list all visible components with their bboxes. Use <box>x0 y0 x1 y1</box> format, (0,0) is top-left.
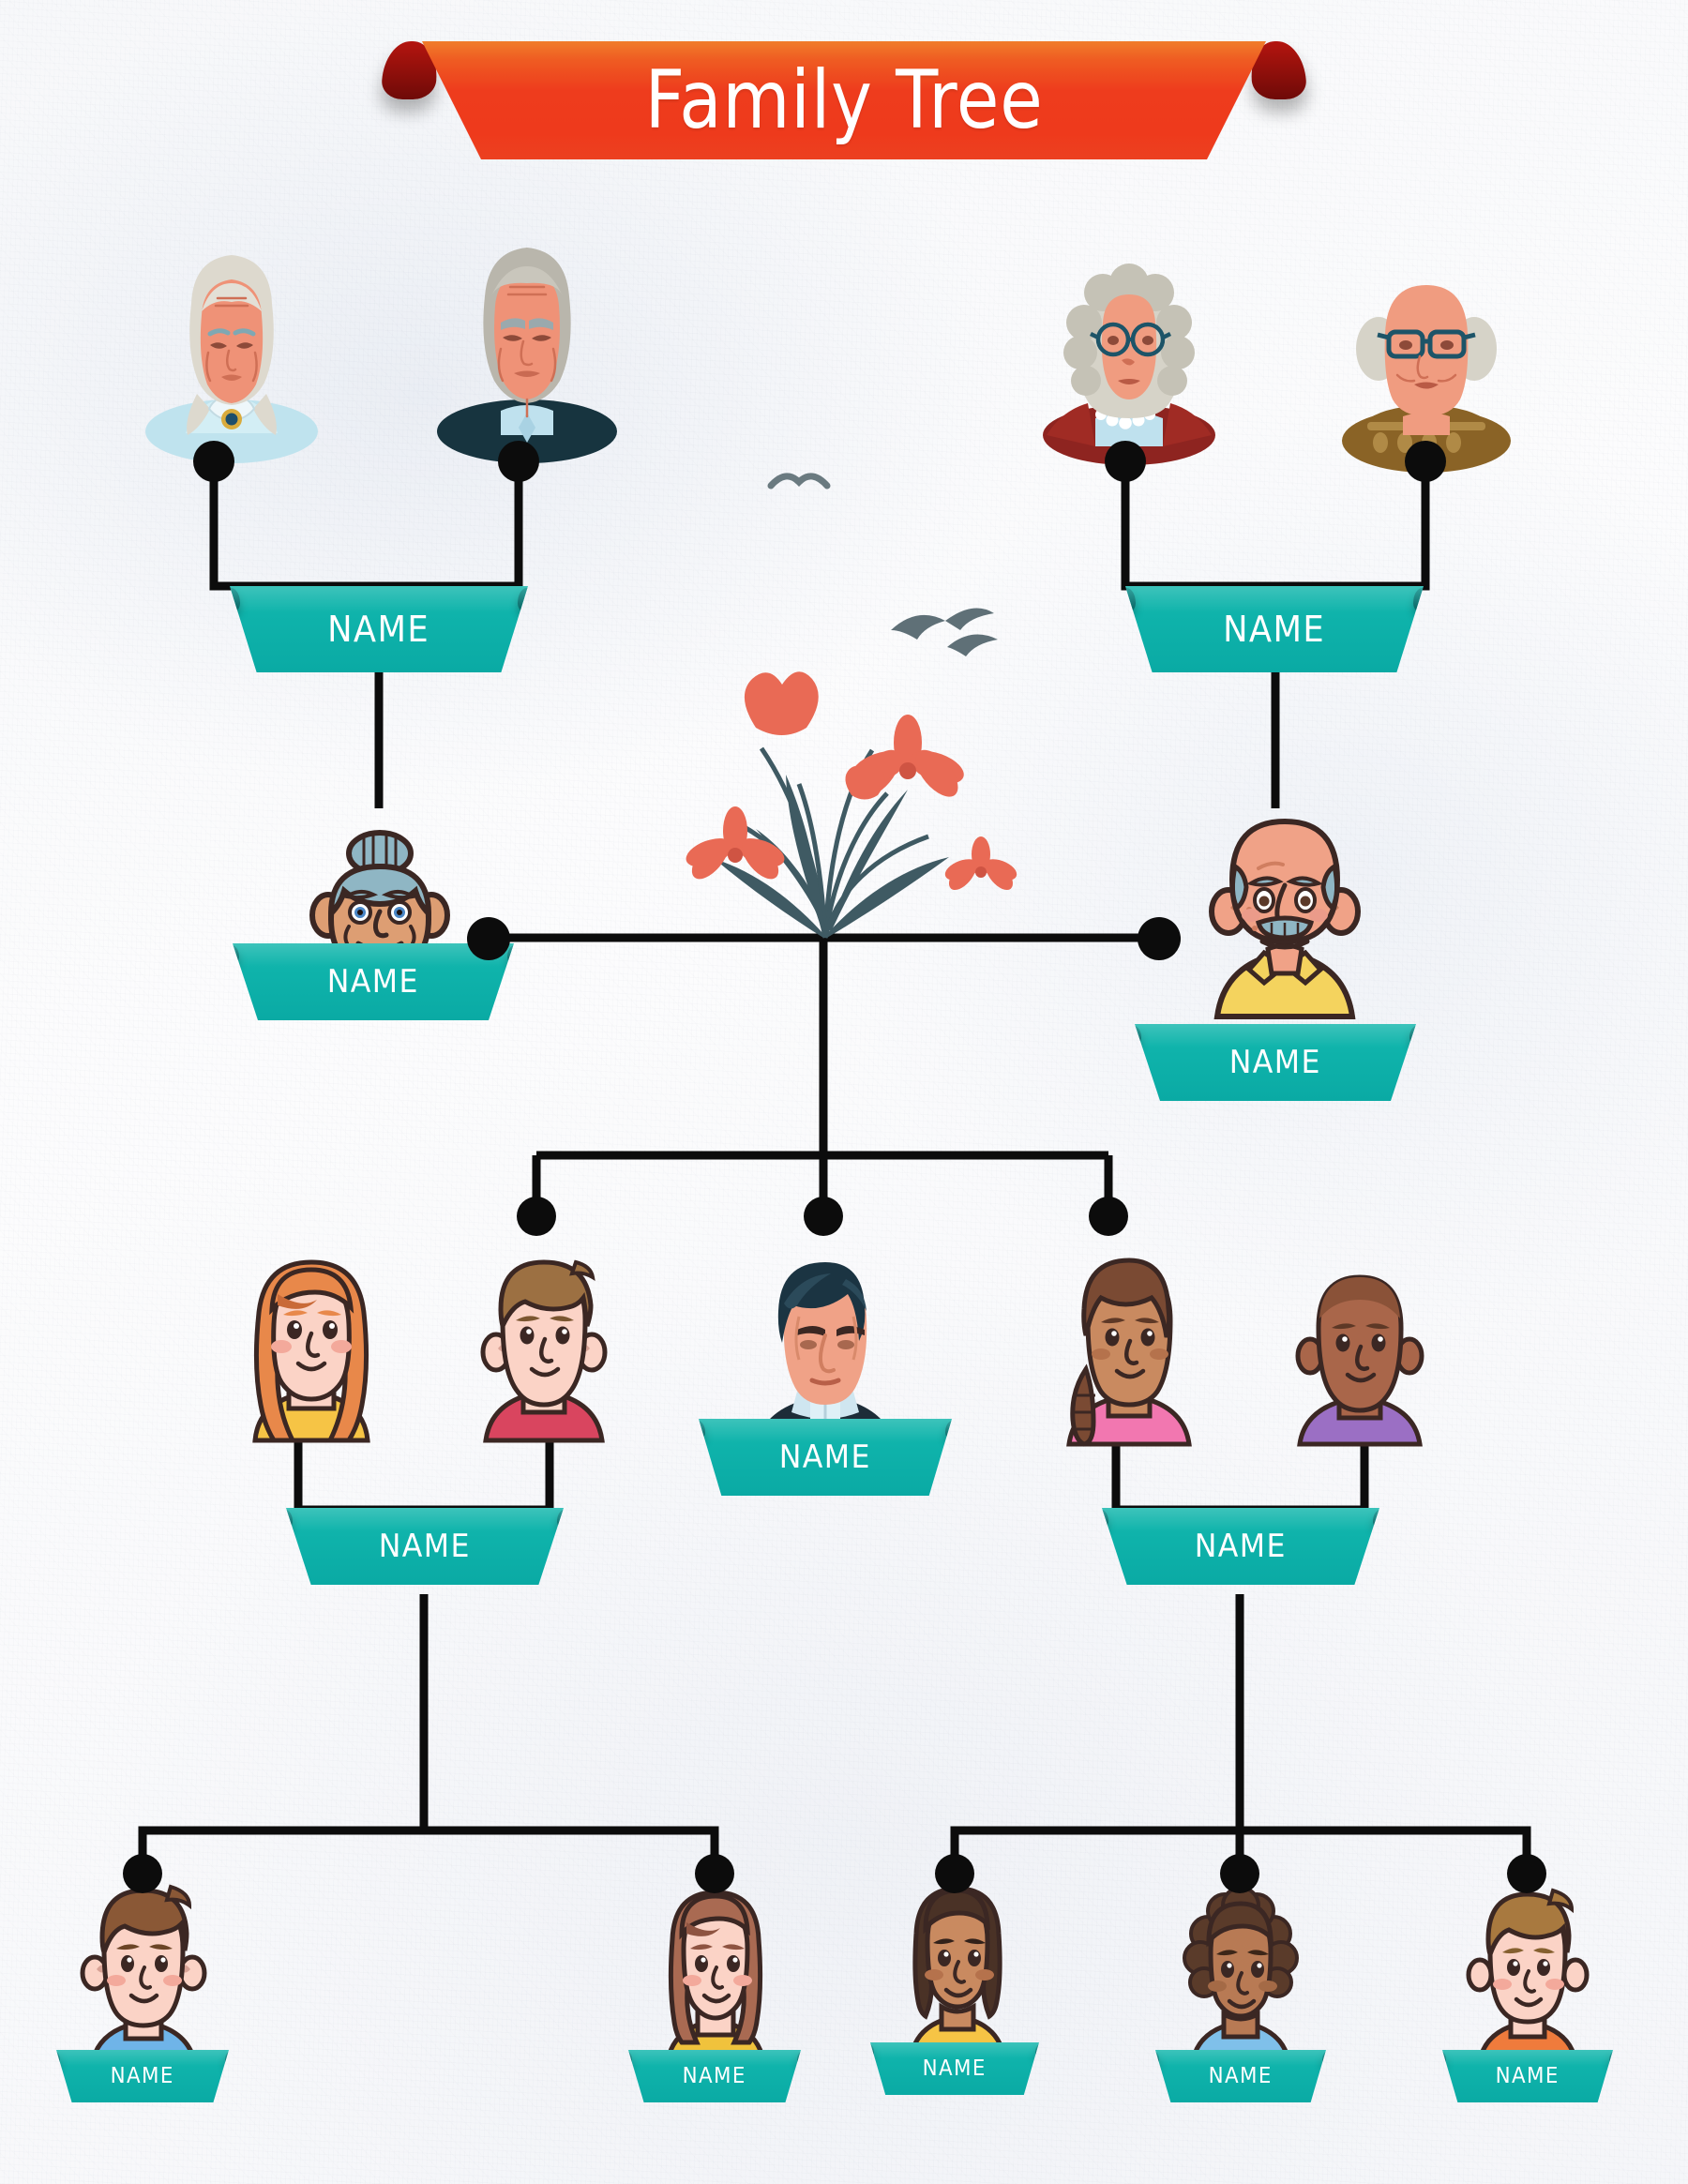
nameplate-gen3-left-couple[interactable]: NAME <box>286 1508 564 1585</box>
avatar-great-grandmother-left[interactable] <box>143 234 321 463</box>
bird-2-icon <box>891 608 994 640</box>
dot-child-5 <box>1507 1854 1546 1893</box>
dot-child-3 <box>935 1854 974 1893</box>
plate-curl-left <box>230 588 240 612</box>
plate-curl-left <box>1102 1510 1108 1529</box>
nameplate-label: NAME <box>110 2064 175 2088</box>
nameplate-child-4[interactable]: NAME <box>1155 2050 1326 2102</box>
dot-gen3-left <box>517 1197 556 1236</box>
plate-curl-right <box>225 2051 229 2066</box>
plate-curl-left <box>1125 588 1136 612</box>
nameplate-label: NAME <box>1223 609 1326 650</box>
nameplate-label: NAME <box>682 2064 747 2088</box>
nameplate-gen1-left[interactable]: NAME <box>230 586 528 672</box>
plate-curl-right <box>1035 2043 1039 2058</box>
nameplate-label: NAME <box>778 1438 872 1476</box>
bird-1-icon <box>767 473 831 490</box>
nameplate-child-5[interactable]: NAME <box>1442 2050 1613 2102</box>
avatar-son-in-law-2[interactable] <box>1285 1255 1435 1447</box>
banner-ribbon: Family Tree <box>422 41 1266 159</box>
avatar-grandfather[interactable] <box>1193 786 1377 1019</box>
avatar-child-1[interactable] <box>73 1877 214 2068</box>
plate-curl-left <box>870 2043 874 2058</box>
plate-curl-left <box>286 1510 293 1529</box>
dot-ggf-right <box>1405 441 1446 482</box>
line-left-family-to-children-a <box>138 1594 429 1875</box>
dot-ggf-left <box>498 441 539 482</box>
plate-curl-right <box>1322 2051 1326 2066</box>
nameplate-label: NAME <box>1495 2064 1560 2088</box>
plate-curl-right <box>507 945 514 964</box>
plate-curl-left <box>628 2051 632 2066</box>
dot-child-2 <box>695 1854 734 1893</box>
nameplate-label: NAME <box>1194 1528 1288 1565</box>
dot-grandmother <box>467 917 510 960</box>
dot-ggm-left <box>193 441 234 482</box>
plate-curl-right <box>1609 2051 1613 2066</box>
nameplate-grandfather[interactable]: NAME <box>1135 1024 1416 1101</box>
avatar-child-3[interactable] <box>891 1874 1024 2058</box>
nameplate-gen1-right[interactable]: NAME <box>1125 586 1424 672</box>
nameplate-son[interactable]: NAME <box>699 1419 952 1496</box>
plate-curl-right <box>557 1510 564 1529</box>
dot-grandfather <box>1138 917 1181 960</box>
dot-child-4 <box>1220 1854 1259 1893</box>
plate-curl-left <box>1135 1026 1141 1045</box>
plate-curl-left <box>1155 2051 1159 2066</box>
avatar-daughter[interactable] <box>233 1236 390 1443</box>
plate-curl-right <box>518 588 528 612</box>
nameplate-child-3[interactable]: NAME <box>870 2042 1039 2095</box>
nameplate-label: NAME <box>326 963 420 1001</box>
nameplate-grandmother[interactable]: NAME <box>233 943 514 1020</box>
nameplate-label: NAME <box>1228 1044 1322 1081</box>
bird-3-icon <box>947 634 998 656</box>
plate-curl-left <box>699 1421 705 1439</box>
dot-gen3-center <box>804 1197 843 1236</box>
plate-curl-left <box>56 2051 60 2066</box>
plate-curl-right <box>1373 1510 1379 1529</box>
nameplate-label: NAME <box>922 2056 987 2081</box>
nameplate-label: NAME <box>1208 2064 1274 2088</box>
dot-child-1 <box>123 1854 162 1893</box>
page-title: Family Tree <box>644 53 1044 147</box>
avatar-child-5[interactable] <box>1459 1881 1596 2064</box>
avatar-great-grandmother-right[interactable] <box>1039 234 1219 465</box>
plate-curl-right <box>1413 588 1424 612</box>
avatar-great-grandfather-right[interactable] <box>1339 242 1514 473</box>
avatar-child-2[interactable] <box>647 1877 784 2064</box>
nameplate-child-2[interactable]: NAME <box>628 2050 801 2102</box>
nameplate-gen3-right-couple[interactable]: NAME <box>1102 1508 1379 1585</box>
avatar-child-4[interactable] <box>1172 1881 1309 2064</box>
title-banner: Family Tree <box>380 21 1308 171</box>
dot-gen3-right <box>1089 1197 1128 1236</box>
flower-bouquet-icon <box>686 671 1017 939</box>
plate-curl-right <box>1409 1026 1416 1045</box>
nameplate-label: NAME <box>378 1528 472 1565</box>
plate-curl-right <box>945 1421 952 1439</box>
plate-curl-left <box>1442 2051 1446 2066</box>
nameplate-label: NAME <box>327 609 430 650</box>
plate-curl-right <box>797 2051 801 2066</box>
dot-ggm-right <box>1105 441 1146 482</box>
avatar-son-in-law[interactable] <box>469 1247 619 1443</box>
avatar-great-grandfather-left[interactable] <box>433 225 621 463</box>
avatar-daughter-2[interactable] <box>1052 1247 1206 1447</box>
nameplate-child-1[interactable]: NAME <box>56 2050 229 2102</box>
plate-curl-left <box>233 945 239 964</box>
line-right-family-to-children-a <box>950 1594 1244 1875</box>
